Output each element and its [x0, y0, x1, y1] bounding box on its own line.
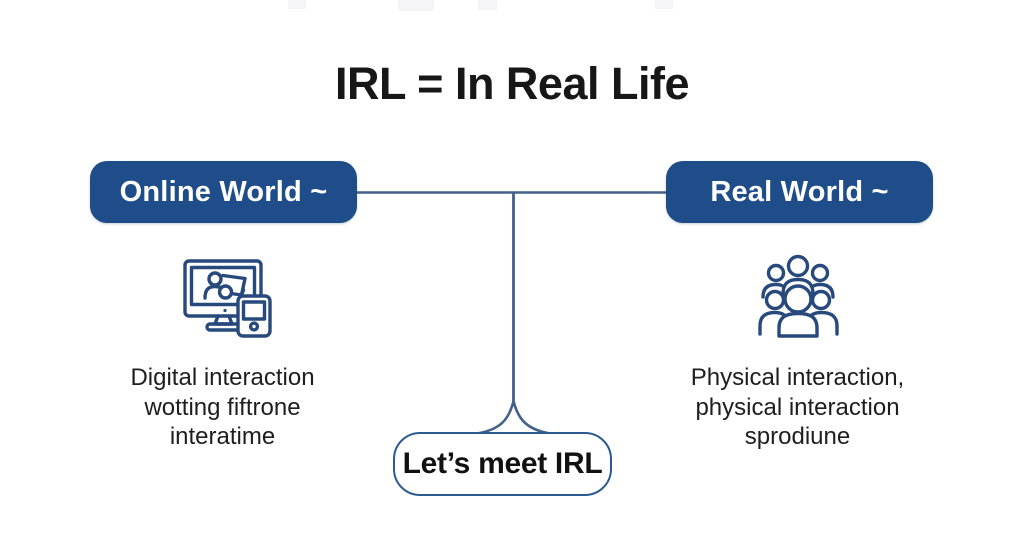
online-world-label: Online World ~	[119, 175, 328, 208]
online-description-line: wotting fiftrone	[144, 393, 301, 421]
computer-video-call-icon	[175, 250, 275, 345]
real-description-line: physical interaction	[695, 393, 900, 421]
meet-irl-node: Let’s meet IRL	[393, 432, 612, 496]
real-description: Physical interaction, physical interacti…	[635, 363, 960, 452]
top-crop-artifact	[398, 0, 434, 11]
real-description-line: sprodiune	[744, 423, 851, 450]
top-crop-artifact	[288, 0, 306, 9]
online-description-line: Digital interaction	[130, 364, 315, 391]
real-description-line: Physical interaction,	[690, 364, 905, 391]
meet-irl-label: Let’s meet IRL	[402, 447, 603, 480]
people-group-icon	[756, 252, 841, 340]
real-world-node: Real World ~	[666, 161, 933, 223]
page-title: IRL = In Real Life	[334, 58, 690, 109]
top-crop-artifact	[655, 0, 673, 9]
online-world-node: Online World ~	[90, 161, 357, 223]
top-crop-artifact	[478, 0, 497, 10]
online-description-line: interatime	[169, 423, 276, 450]
online-description: Digital interaction wotting fiftrone int…	[60, 363, 385, 452]
brace-flare-connector	[476, 400, 551, 435]
real-world-label: Real World ~	[710, 175, 889, 208]
